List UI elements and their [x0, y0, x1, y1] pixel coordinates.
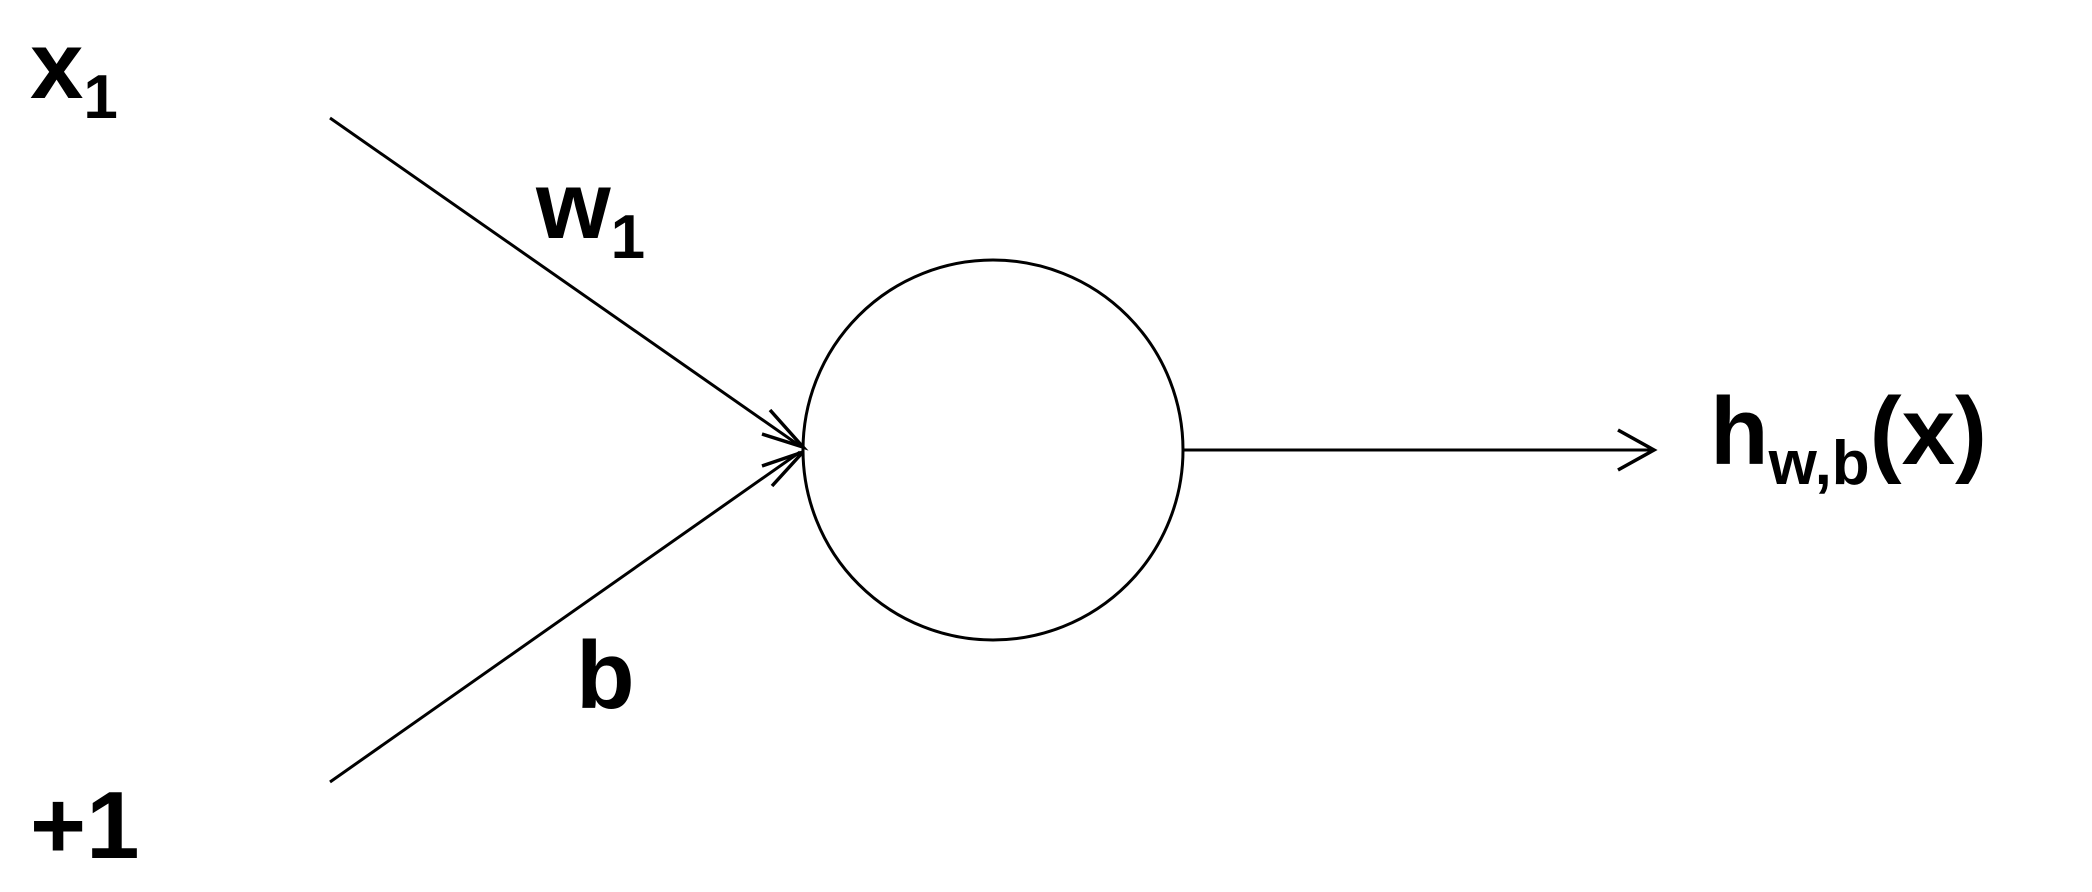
input-x1-subscript: 1	[83, 63, 118, 132]
neuron-node	[801, 258, 1185, 642]
edge-bias-to-neuron	[329, 450, 801, 784]
input-x1-label: x1	[30, 18, 118, 129]
weight-w1-base: w	[536, 152, 611, 259]
arrowhead-x1	[761, 408, 809, 451]
bias-weight-label: b	[576, 622, 635, 729]
output-args: (x)	[1869, 378, 1987, 485]
arrowhead-output	[1617, 428, 1658, 472]
bias-input-label: +1	[30, 772, 140, 879]
input-x1-base: x	[30, 12, 84, 119]
output-label: hw,b(x)	[1710, 384, 1987, 495]
arrowhead-bias	[761, 450, 805, 488]
output-subscript: w,b	[1768, 429, 1870, 498]
edge-x1-to-neuron	[329, 116, 801, 448]
weight-w1-label: w1	[536, 158, 645, 269]
output-base: h	[1710, 378, 1769, 485]
weight-w1-subscript: 1	[610, 203, 646, 272]
